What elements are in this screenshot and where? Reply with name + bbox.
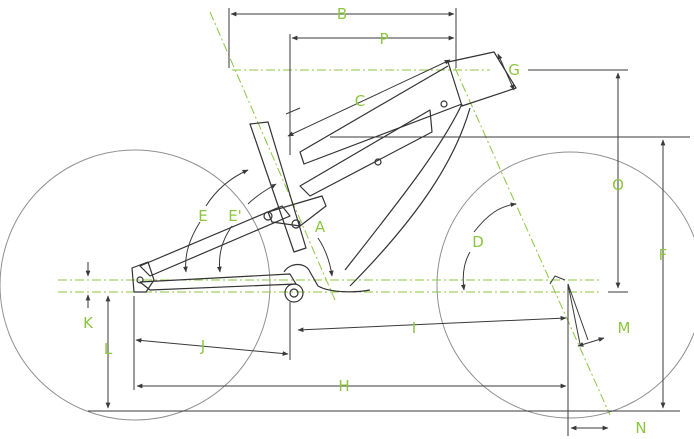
label-L: L (104, 340, 113, 358)
dim-G (497, 53, 515, 91)
label-E: E (198, 207, 207, 225)
front-wheel (436, 151, 694, 419)
bottom-bracket (284, 283, 304, 303)
head-tube (447, 51, 517, 107)
label-B: B (337, 5, 347, 23)
label-E2: E' (228, 207, 242, 225)
dim-A (317, 237, 334, 277)
top-tube-bolt (440, 100, 448, 108)
label-N: N (635, 419, 646, 437)
label-G: G (508, 61, 520, 79)
label-C: C (355, 92, 365, 110)
label-O: O (612, 176, 624, 194)
dim-I (297, 315, 567, 333)
top-tube (299, 65, 463, 165)
frame (131, 51, 517, 303)
seat-stay (139, 205, 291, 277)
pivot-bolt (374, 158, 382, 166)
label-D: D (472, 233, 484, 251)
rear-axle (136, 276, 144, 284)
label-F: F (659, 246, 668, 264)
label-M: M (618, 319, 631, 337)
label-A: A (315, 218, 326, 236)
label-H: H (338, 377, 349, 395)
link-pivot-2 (291, 219, 301, 229)
dim-J (135, 338, 289, 356)
dim-C (287, 59, 451, 137)
down-tube (344, 103, 471, 287)
bb-shell (283, 263, 371, 293)
dim-E (205, 169, 249, 207)
shock-link (267, 195, 327, 227)
dim-D (473, 202, 517, 233)
label-P: P (379, 30, 388, 48)
chain-stay (139, 273, 297, 291)
steering-axis (454, 67, 611, 416)
centerlines (58, 11, 611, 416)
dimension-lines (85, 8, 690, 436)
head-tube-axis (209, 11, 336, 301)
labels: B P G C O F D E E' A K L J I M H N (83, 5, 667, 437)
dim-E2 (247, 183, 277, 205)
dim-M (577, 337, 605, 347)
seat-tube (249, 121, 307, 253)
label-J: J (200, 337, 205, 355)
bottom-bracket-core (289, 288, 299, 298)
rear-wheel (0, 149, 271, 421)
label-I: I (412, 319, 416, 337)
link-pivot-1 (263, 211, 273, 221)
label-K: K (83, 314, 94, 332)
rear-dropout (131, 261, 155, 293)
